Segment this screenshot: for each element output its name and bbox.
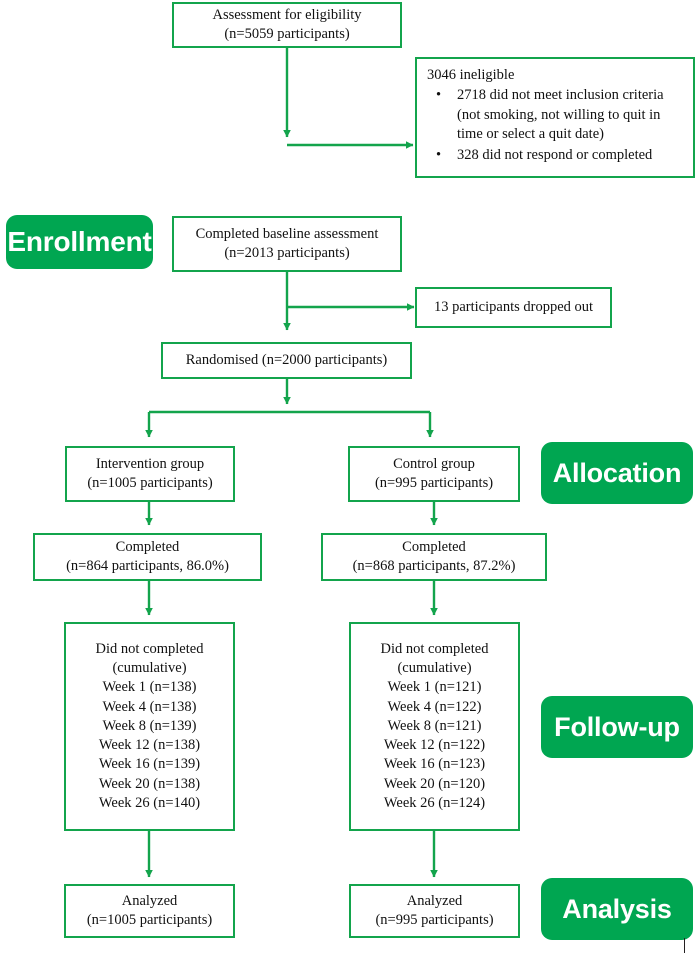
followup-left-week-item: Week 12 (n=138) — [98, 737, 201, 754]
followup-right-week-item: Week 26 (n=124) — [383, 794, 486, 811]
analyzed-left-line-2: (n=1005 participants) — [86, 912, 213, 928]
stage-label-followup: Follow-up — [554, 711, 680, 742]
stage-badge-analysis: Analysis — [541, 878, 693, 940]
completed-right-line-1: Completed — [402, 538, 466, 555]
followup-left-week-item: Week 4 (n=138) — [102, 698, 197, 715]
node-randomised: Randomised (n=2000 participants) — [161, 342, 412, 379]
followup-right-head-1: Did not completed — [380, 640, 489, 657]
node-completed-intervention: Completed (n=864 participants, 86.0%) — [33, 533, 262, 581]
stage-label-analysis: Analysis — [562, 893, 672, 924]
completed-right-line-2: (n=868 participants, 87.2%) — [352, 558, 516, 574]
followup-right-head-2: (cumulative) — [397, 660, 472, 677]
node-intervention-group: Intervention group (n=1005 participants) — [65, 446, 235, 502]
followup-left-head-1: Did not completed — [95, 640, 204, 657]
ineligible-title: 3046 ineligible — [427, 67, 515, 83]
node-assessment-for-eligibility: Assessment for eligibility (n=5059 parti… — [172, 2, 402, 48]
ineligible-bullet-1-line-3: time or select a quit date) — [457, 126, 604, 143]
bullet-marker-icon: • — [436, 146, 442, 163]
node-ineligible: 3046 ineligible • 2718 did not meet incl… — [415, 57, 695, 178]
stage-badge-enrollment: Enrollment — [6, 215, 153, 269]
control-line-2: (n=995 participants) — [374, 475, 494, 491]
followup-left-week-item: Week 26 (n=140) — [98, 794, 201, 811]
completed-left-line-2: (n=864 participants, 86.0%) — [66, 558, 229, 574]
node-followup-intervention: Did not completed (cumulative) Week 1 (n… — [64, 622, 235, 831]
followup-left-week-item: Week 16 (n=139) — [98, 756, 201, 773]
ineligible-bullet-1-line-1: 2718 did not meet inclusion criteria — [457, 87, 664, 104]
assessment-line-1: Assessment for eligibility — [212, 6, 362, 23]
page-crop-mark — [684, 938, 685, 953]
followup-left-week-item: Week 8 (n=139) — [102, 717, 197, 734]
analyzed-right-line-1: Analyzed — [406, 892, 463, 909]
node-completed-control: Completed (n=868 participants, 87.2%) — [321, 533, 547, 581]
control-line-1: Control group — [393, 455, 475, 472]
intervention-line-1: Intervention group — [95, 455, 205, 472]
stage-badge-followup: Follow-up — [541, 696, 693, 758]
followup-left-week-item: Week 20 (n=138) — [98, 775, 201, 792]
followup-right-week-list: Week 1 (n=121) Week 4 (n=122) Week 8 (n=… — [384, 678, 485, 813]
followup-right-week-item: Week 20 (n=120) — [383, 775, 486, 792]
node-completed-baseline-assessment: Completed baseline assessment (n=2013 pa… — [172, 216, 402, 272]
randomised-line-1: Randomised (n=2000 participants) — [185, 351, 388, 368]
analyzed-right-line-2: (n=995 participants) — [375, 912, 494, 928]
bullet-marker-icon: • — [436, 87, 442, 104]
node-followup-control: Did not completed (cumulative) Week 1 (n… — [349, 622, 520, 831]
ineligible-bullet-2: • 328 did not respond or completed — [427, 146, 687, 165]
completed-left-line-1: Completed — [115, 538, 180, 555]
ineligible-bullet-1-line-2: (not smoking, not willing to quit in — [457, 106, 661, 123]
node-dropped-out: 13 participants dropped out — [415, 287, 612, 328]
dropped-line-1: 13 participants dropped out — [433, 298, 594, 315]
followup-right-week-item: Week 8 (n=121) — [387, 717, 482, 734]
followup-right-week-item: Week 1 (n=121) — [387, 679, 482, 696]
node-analyzed-intervention: Analyzed (n=1005 participants) — [64, 884, 235, 938]
stage-badge-allocation: Allocation — [541, 442, 693, 504]
followup-left-week-item: Week 1 (n=138) — [102, 679, 197, 696]
baseline-line-2: (n=2013 participants) — [224, 245, 350, 261]
stage-label-allocation: Allocation — [552, 457, 682, 488]
followup-right-week-item: Week 16 (n=123) — [383, 756, 486, 773]
followup-right-week-item: Week 12 (n=122) — [383, 737, 486, 754]
node-analyzed-control: Analyzed (n=995 participants) — [349, 884, 520, 938]
baseline-line-1: Completed baseline assessment — [195, 225, 379, 242]
followup-left-head-2: (cumulative) — [112, 660, 187, 677]
node-control-group: Control group (n=995 participants) — [348, 446, 520, 502]
ineligible-bullet-1: • 2718 did not meet inclusion criteria (… — [427, 86, 687, 144]
intervention-line-2: (n=1005 participants) — [87, 475, 213, 491]
ineligible-bullet-2-line-1: 328 did not respond or completed — [457, 146, 653, 163]
analyzed-left-line-1: Analyzed — [121, 892, 178, 909]
assessment-line-2: (n=5059 participants) — [224, 26, 350, 42]
stage-label-enrollment: Enrollment — [7, 226, 152, 257]
followup-right-week-item: Week 4 (n=122) — [387, 698, 482, 715]
followup-left-week-list: Week 1 (n=138) Week 4 (n=138) Week 8 (n=… — [99, 678, 200, 813]
ineligible-bullet-list: • 2718 did not meet inclusion criteria (… — [427, 86, 687, 166]
